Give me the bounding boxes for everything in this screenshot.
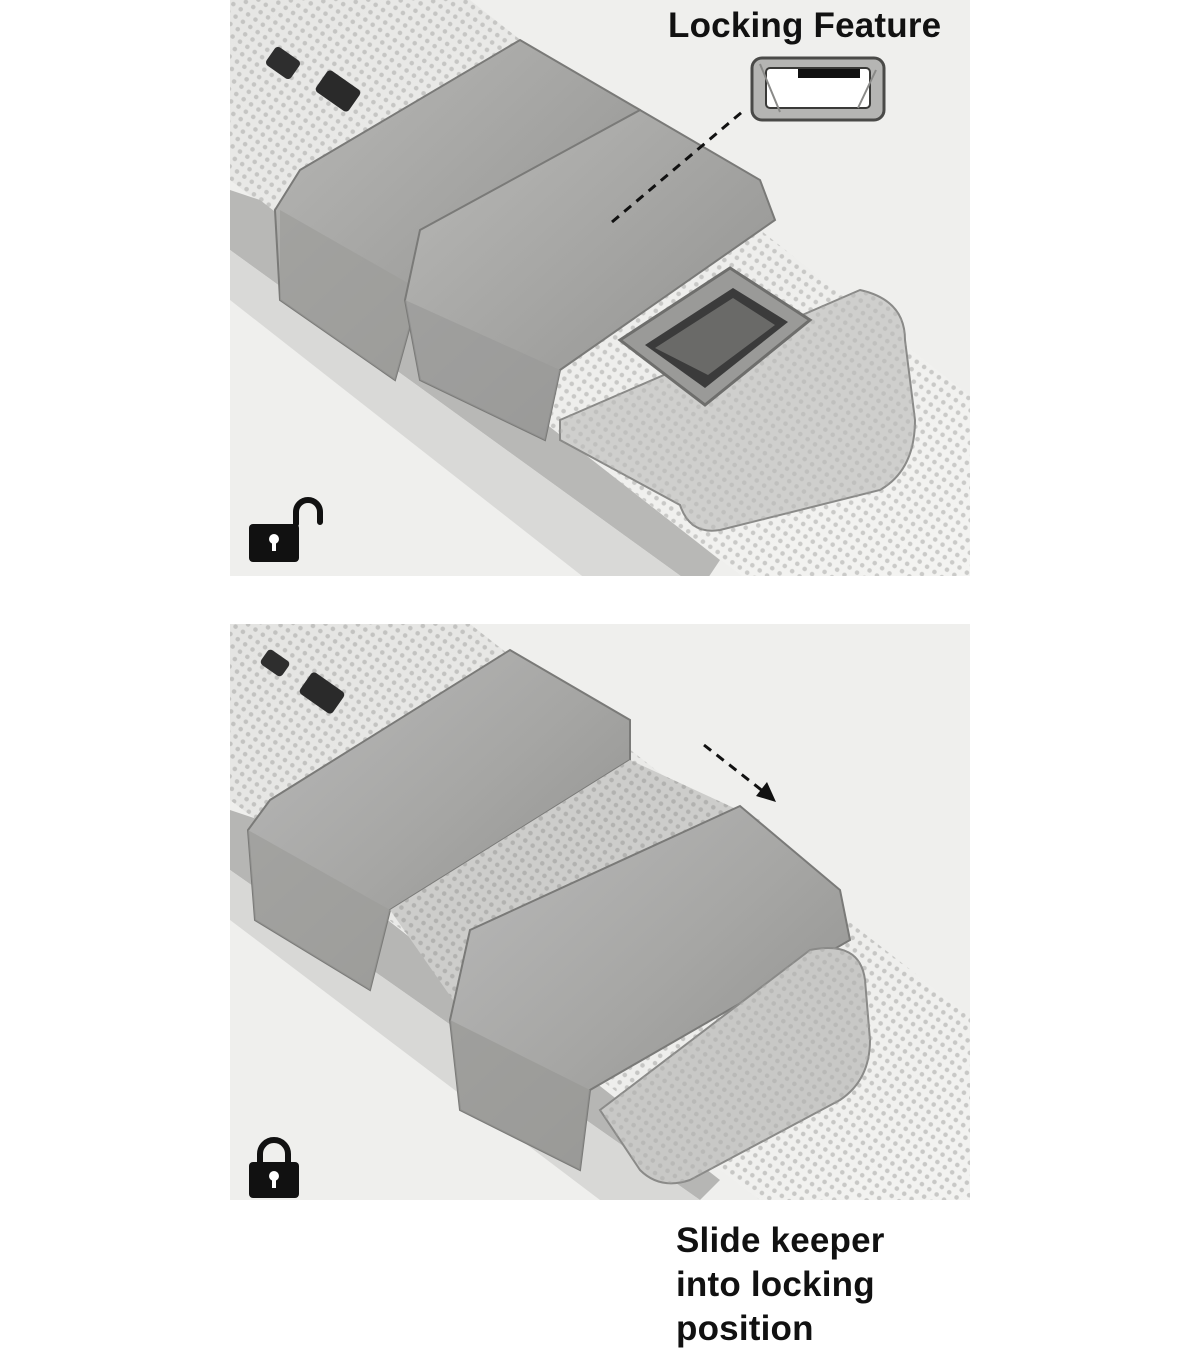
heading-line-2: into locking <box>676 1265 875 1304</box>
strap-photo-locked <box>230 624 970 1200</box>
strap-photo-unlocked <box>230 0 970 576</box>
top-panel: Locking Feature <box>0 0 1200 590</box>
slide-direction-arrow <box>703 743 776 802</box>
heading-line-1: Slide keeper <box>676 1221 885 1260</box>
heading-line-3: position <box>676 1309 814 1348</box>
unlocked-padlock-icon <box>249 497 323 562</box>
locked-padlock-icon <box>249 1137 299 1198</box>
slide-keeper-heading: Slide keeper into locking position <box>676 1219 996 1351</box>
bottom-panel: Slide keeper into locking position <box>0 610 1200 1348</box>
locking-feature-heading: Locking Feature <box>668 6 942 45</box>
locking-feature-inset <box>750 56 886 122</box>
